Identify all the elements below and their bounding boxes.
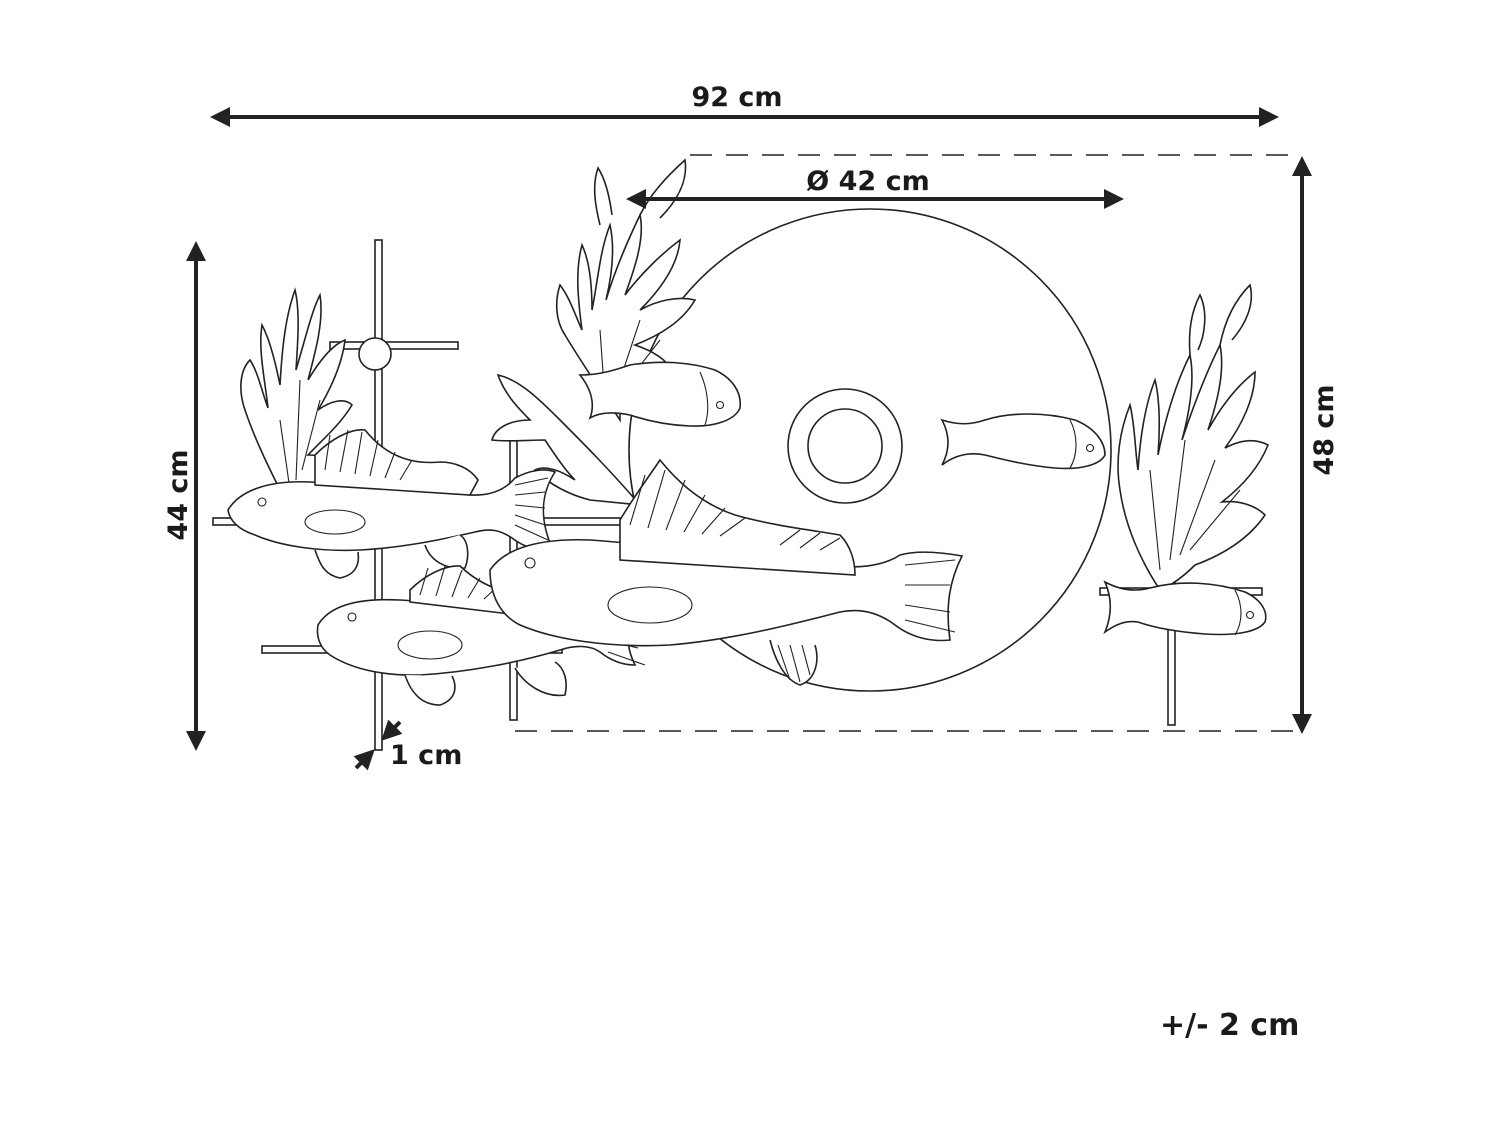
coral-left	[240, 287, 354, 502]
fish-small-right	[940, 413, 1106, 470]
total-width-label: 92 cm	[691, 82, 782, 113]
tolerance-label: +/- 2 cm	[1160, 1008, 1299, 1043]
fish-small-bottom-right	[1103, 580, 1267, 636]
thickness-arrow-bottom	[353, 749, 375, 771]
fish-top-left-perch	[227, 429, 557, 579]
coral-right	[1117, 283, 1270, 591]
fish-small-top	[578, 361, 741, 427]
left-height-label: 44 cm	[163, 449, 194, 540]
right-height-label: 48 cm	[1309, 384, 1340, 475]
frame-thickness-label: 1 cm	[390, 740, 462, 771]
thickness-arrow-top	[381, 719, 403, 741]
fish-center-perch	[489, 458, 964, 686]
disc-diameter-label: Ø 42 cm	[806, 166, 929, 197]
rod-joint-ball	[358, 337, 392, 371]
dimension-arrows	[186, 107, 1312, 771]
extension-lines	[515, 154, 1300, 732]
